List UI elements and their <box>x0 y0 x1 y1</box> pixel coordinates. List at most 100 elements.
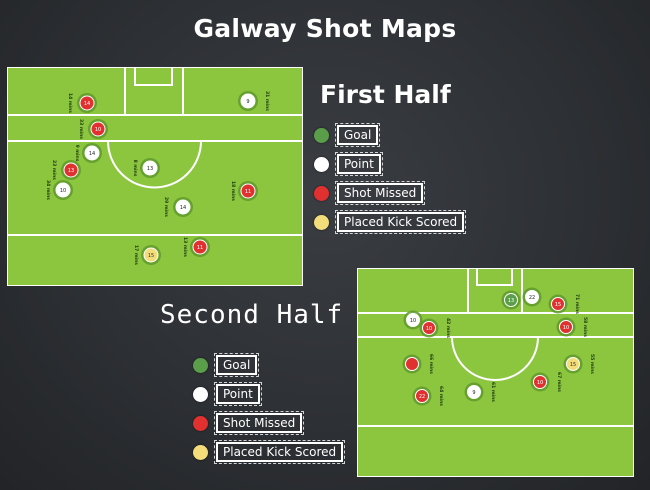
shot-dot <box>504 293 518 307</box>
miss-marker-icon <box>193 415 208 431</box>
shot-number: 15 <box>148 253 154 259</box>
shot-number: 14 <box>84 101 90 107</box>
shot-time-label: 55 mins <box>589 354 595 374</box>
shot-time-label: 58 mins <box>582 317 588 337</box>
shot-marker-point: 14 29 mins <box>163 197 193 217</box>
shot-marker-miss: 10 42 mins <box>419 318 451 338</box>
shot-marker-point: 9 61 mins <box>464 382 496 402</box>
shot-number: 22 <box>419 394 425 400</box>
shot-dot <box>525 290 539 304</box>
shot-marker-point: 10 34 mins <box>45 180 73 200</box>
shot-number: 11 <box>245 189 251 195</box>
shot-marker-miss: 11 18 mins <box>230 181 258 201</box>
shot-dot <box>406 313 420 327</box>
shot-number: 13 <box>147 166 153 172</box>
shot-marker-point: 9 31 mins <box>238 91 270 111</box>
shot-number: 10 <box>537 380 543 386</box>
legend-item-point: Point <box>314 152 383 176</box>
legend-item-placed: Placed Kick Scored <box>314 210 467 234</box>
shot-number: 15 <box>570 362 576 368</box>
page-title: Galway Shot Maps <box>193 14 457 43</box>
shot-time-label: 71 mins <box>574 294 580 314</box>
shot-dot <box>467 385 481 399</box>
shot-time-label: 8 mins <box>132 160 138 177</box>
shot-time-label: 17 mins <box>133 245 139 265</box>
shot-dot <box>192 239 208 255</box>
shot-time-label: 42 mins <box>445 318 451 338</box>
legend-label: Shot Missed <box>334 181 426 205</box>
shot-number: 22 <box>529 295 535 301</box>
shot-marker-miss: 15 71 mins <box>548 294 580 314</box>
shot-marker-miss: 13 23 mins <box>51 160 81 180</box>
shot-dot <box>559 320 573 334</box>
miss-marker-icon <box>314 185 329 201</box>
shot-dot <box>405 357 419 371</box>
placed-marker-icon <box>314 214 329 230</box>
shot-number: 13 <box>508 298 514 304</box>
shot-dot <box>415 389 429 403</box>
shot-number: 15 <box>555 302 561 308</box>
shot-marker-point: 13 8 mins <box>132 158 160 178</box>
goal-marker-icon <box>314 127 329 143</box>
shot-dot <box>240 183 256 199</box>
shot-marker-miss: 10 67 mins <box>530 372 562 392</box>
shot-time-label: 33 mins <box>78 119 84 139</box>
placed-marker-icon <box>193 444 208 460</box>
shot-dot <box>55 182 71 198</box>
shot-number: 13 <box>68 168 74 174</box>
shot-time-label: 34 mins <box>45 180 51 200</box>
shot-time-label: 31 mins <box>264 91 270 111</box>
shot-marker-point: 22 <box>522 287 542 307</box>
legend-label: Placed Kick Scored <box>334 210 467 234</box>
shot-dot <box>240 93 256 109</box>
legend-label: Shot Missed <box>213 411 305 435</box>
shot-number: 10 <box>426 326 432 332</box>
legend-item-goal: Goal <box>314 123 381 147</box>
shot-marker-point: 149 mins <box>74 143 102 163</box>
legend-label: Point <box>214 382 262 406</box>
shot-number: 9 <box>246 99 249 105</box>
legend-item-goal: Goal <box>193 353 260 377</box>
shot-number: 10 <box>60 188 66 194</box>
second-half-pitch: 13 22 15 71 mins 10 10 42 mins 10 58 mins 66 mins… <box>357 268 634 477</box>
shot-dot <box>90 121 106 137</box>
shot-time-label: 67 mins <box>556 372 562 392</box>
shot-time-label: 29 mins <box>163 197 169 217</box>
shot-number: 9 <box>472 390 475 396</box>
shot-dot <box>143 247 159 263</box>
shot-marker-placed: 15 55 mins <box>563 354 595 374</box>
shot-number: 14 <box>180 205 186 211</box>
shot-dot <box>566 357 580 371</box>
shot-marker-miss: 10 33 mins <box>78 119 108 139</box>
shot-time-label: 64 mins <box>438 386 444 406</box>
shot-number: 11 <box>197 245 203 251</box>
legend-label: Goal <box>334 123 381 147</box>
shot-number: 10 <box>95 127 101 133</box>
shot-time-label: 14 mins <box>67 93 73 113</box>
shot-time-label: 61 mins <box>490 382 496 402</box>
shot-time-label: 23 mins <box>51 160 57 180</box>
shot-dot <box>422 321 436 335</box>
shot-time-label: 66 mins <box>428 354 434 374</box>
shot-dot <box>551 297 565 311</box>
shot-marker-goal: 13 <box>501 290 521 310</box>
shot-marker-miss: 66 mins <box>402 354 434 374</box>
legend-label: Placed Kick Scored <box>213 440 346 464</box>
shot-marker-miss: 14 14 mins <box>67 93 97 113</box>
shot-marker-point: 10 <box>403 310 423 330</box>
shot-number: 10 <box>563 325 569 331</box>
shot-time-label: 9 mins <box>74 145 80 162</box>
shot-dot <box>533 375 547 389</box>
pitch-surface <box>357 268 634 477</box>
shot-time-label: 18 mins <box>230 181 236 201</box>
shot-dot <box>63 162 79 178</box>
shot-number: 10 <box>410 318 416 324</box>
shot-dot <box>79 95 95 111</box>
second-half-heading: Second Half <box>160 300 344 330</box>
legend-item-miss: Shot Missed <box>314 181 426 205</box>
shot-dot <box>84 145 100 161</box>
